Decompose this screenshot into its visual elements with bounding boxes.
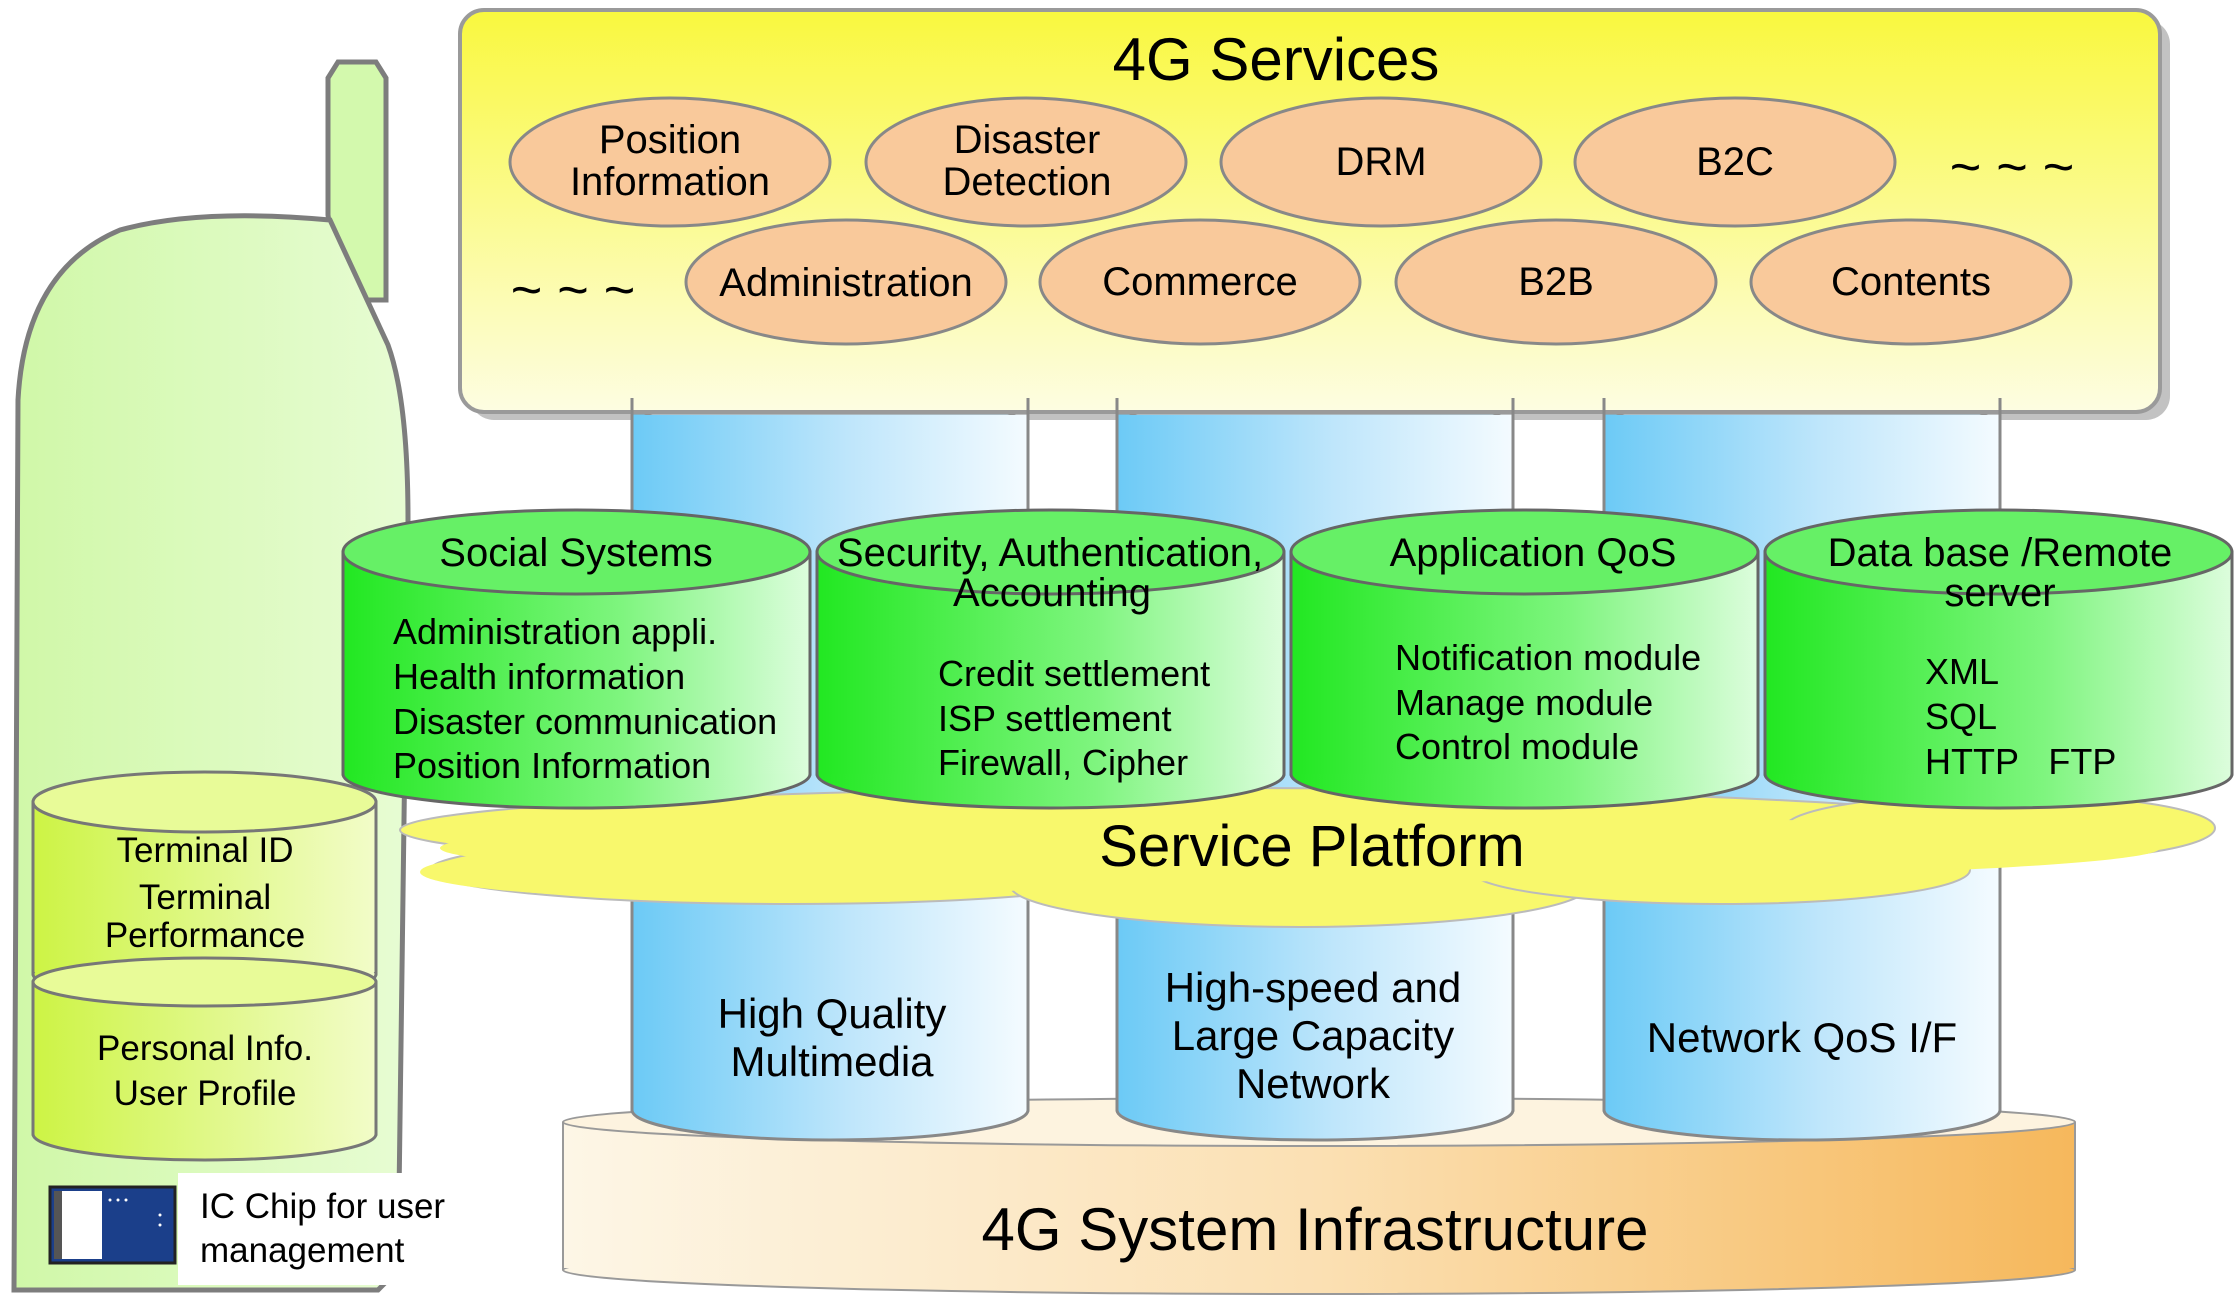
module-item: ISP settlement bbox=[938, 698, 1171, 739]
ic-chip-label-box: IC Chip for user management bbox=[178, 1173, 483, 1285]
module-application-qos: Application QoS Notification module Mana… bbox=[1289, 508, 1760, 810]
services-title: 4G Services bbox=[1113, 26, 1440, 93]
module-title: server bbox=[1944, 571, 2055, 615]
terminal-cylinder-lower: Personal Info. User Profile bbox=[31, 956, 378, 1162]
module-item: XML bbox=[1925, 651, 1999, 692]
mobile-terminal: Terminal ID Terminal Performance Persona… bbox=[11, 59, 483, 1293]
module-item: SQL bbox=[1925, 696, 1997, 737]
module-item: Health information bbox=[393, 656, 685, 697]
terminal-performance-text: Terminal bbox=[139, 878, 271, 917]
module-item: Notification module bbox=[1395, 637, 1701, 678]
service-label: Contents bbox=[1831, 260, 1991, 304]
service-label: Commerce bbox=[1102, 260, 1298, 304]
service-label: Position bbox=[599, 118, 741, 162]
module-title: Application QoS bbox=[1390, 531, 1677, 575]
service-label: Disaster bbox=[954, 118, 1101, 162]
module-item: Manage module bbox=[1395, 682, 1653, 723]
module-security-authentication-accounting: Security, Authentication, Accounting Cre… bbox=[815, 508, 1286, 810]
service-label: Detection bbox=[943, 160, 1112, 204]
pillar-label-network-qos: Network QoS I/F bbox=[1647, 1014, 1957, 1061]
service-label: B2B bbox=[1518, 260, 1594, 304]
pillar-label-network: High-speed and bbox=[1165, 964, 1462, 1011]
service-oval-commerce: Commerce bbox=[1038, 218, 1362, 346]
service-label: Administration bbox=[719, 261, 972, 305]
ic-chip-text-1: IC Chip for user bbox=[200, 1187, 445, 1226]
infrastructure-title: 4G System Infrastructure bbox=[982, 1196, 1649, 1263]
module-item: Firewall, Cipher bbox=[938, 742, 1188, 783]
pillar-label-network-2: Large Capacity bbox=[1172, 1012, 1455, 1059]
terminal-performance-text-2: Performance bbox=[105, 916, 305, 955]
module-item: Position Information bbox=[393, 745, 711, 786]
pillar-label-network-3: Network bbox=[1236, 1060, 1391, 1107]
module-social-systems: Social Systems Administration appli. Hea… bbox=[341, 508, 812, 810]
service-oval-b2c: B2C bbox=[1573, 96, 1897, 228]
module-title: Data base /Remote bbox=[1828, 531, 2173, 575]
module-database-remote-server: Data base /Remote server XML SQL HTTP FT… bbox=[1763, 508, 2234, 810]
service-label: Information bbox=[570, 160, 770, 204]
module-title: Social Systems bbox=[439, 531, 712, 575]
service-label: DRM bbox=[1335, 140, 1426, 184]
pillar-label-high-quality-multimedia: High Quality bbox=[718, 990, 947, 1037]
service-oval-position-information: Position Information bbox=[508, 96, 832, 228]
ic-chip-icon bbox=[48, 1185, 177, 1265]
service-oval-disaster-detection: Disaster Detection bbox=[864, 96, 1188, 228]
module-title: Accounting bbox=[953, 571, 1151, 615]
service-label: B2C bbox=[1696, 140, 1774, 184]
module-item: Credit settlement bbox=[938, 653, 1210, 694]
pillar-tops bbox=[630, 398, 2002, 545]
lower-pillar-labels: High Quality Multimedia High-speed and L… bbox=[718, 964, 1958, 1107]
module-item: Disaster communication bbox=[393, 701, 777, 742]
service-oval-contents: Contents bbox=[1749, 218, 2073, 346]
services-box: 4G Services Position Information Disaste… bbox=[458, 8, 2170, 420]
service-oval-drm: DRM bbox=[1219, 96, 1543, 228]
service-platform-title: Service Platform bbox=[1099, 814, 1524, 879]
user-profile-text: User Profile bbox=[114, 1074, 297, 1113]
module-item: Administration appli. bbox=[393, 611, 717, 652]
services-ellipsis-right: ~ ~ ~ bbox=[1950, 137, 2075, 197]
ic-chip-text-2: management bbox=[200, 1231, 405, 1270]
module-item: Control module bbox=[1395, 726, 1639, 767]
service-oval-administration: Administration bbox=[684, 218, 1008, 346]
terminal-id-text: Terminal ID bbox=[117, 831, 294, 870]
personal-info-text: Personal Info. bbox=[97, 1029, 313, 1068]
services-ellipsis-left: ~ ~ ~ bbox=[511, 260, 636, 320]
module-title: Security, Authentication, bbox=[837, 531, 1263, 575]
module-item: HTTP FTP bbox=[1925, 741, 2116, 782]
service-platform-cloud: Service Platform bbox=[399, 787, 2216, 928]
service-oval-b2b: B2B bbox=[1394, 218, 1718, 346]
pillar-label-high-quality-multimedia-2: Multimedia bbox=[730, 1038, 934, 1085]
